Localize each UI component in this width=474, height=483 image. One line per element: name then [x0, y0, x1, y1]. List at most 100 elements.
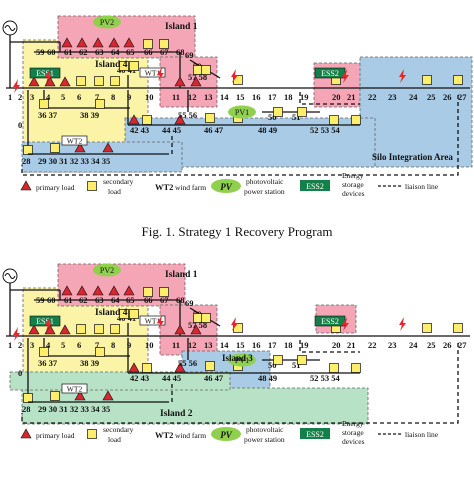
legend-wt-text: wind farm: [175, 183, 206, 192]
island-2-label: Island 2: [160, 409, 193, 419]
primary-load-top-2: [92, 285, 104, 296]
bus-label-69: 69: [185, 50, 194, 60]
island-4-label: Island 4: [95, 60, 128, 70]
bus-label-9: 9: [127, 92, 131, 102]
primary-load-bottom-0: [74, 142, 86, 153]
ess2-device-label: ESS2: [321, 69, 339, 78]
figure-2: 5960616263646566676869701234567891011121…: [2, 263, 470, 446]
bus-label-21: 21: [347, 92, 356, 102]
secondary-load-main-0: [76, 324, 86, 334]
pv2-source-ellipse: [93, 15, 121, 29]
secondary-load-43: [142, 115, 152, 125]
bus-label-4: 4: [46, 92, 51, 102]
secondary-load-51: [297, 107, 307, 117]
ess1-device: ESS1: [29, 67, 61, 79]
primary-load-top-2: [92, 37, 104, 48]
pv2-source-label: PV2: [100, 266, 114, 275]
bus-label-20: 20: [332, 340, 341, 350]
bus-label-11: 11: [172, 92, 180, 102]
bus-label-44-45: 44 45: [162, 125, 181, 135]
secondary-load-25: [422, 323, 432, 333]
legend-wt-text: wind farm: [175, 431, 206, 440]
secondary-load-top-1: [159, 39, 169, 49]
wt2-source: WT2: [61, 383, 88, 394]
primary-load-main-0: [28, 76, 40, 87]
bus-label-50: 50: [268, 360, 277, 370]
secondary-load-41: [129, 309, 139, 319]
bus-label-4: 4: [46, 340, 51, 350]
bus-label-29-35: 29 30 31 32 33 34 35: [38, 404, 110, 414]
secondary-load-50: [273, 107, 283, 117]
wt1-source-label: WT1: [145, 317, 161, 326]
bus-label-52-54: 52 53 54: [310, 125, 341, 135]
bus-label-62: 62: [79, 47, 88, 57]
bus-label-21: 21: [347, 340, 356, 350]
silo-area-right: [359, 56, 473, 168]
bus-label-60: 60: [47, 47, 56, 57]
bus-label-6: 6: [77, 92, 81, 102]
secondary-load-54: [351, 363, 361, 373]
bus-label-2: 2: [18, 92, 22, 102]
primary-load-11: [174, 76, 186, 87]
legend-wt-label: WT2: [155, 182, 173, 192]
bus-label-7: 7: [95, 340, 100, 350]
ess1-device: ESS1: [29, 315, 61, 327]
pv2-source: PV2: [93, 263, 121, 277]
island-3-label: Island 3: [222, 353, 253, 363]
pv1-source-ellipse: [228, 353, 256, 367]
bus-label-18: 18: [284, 92, 293, 102]
bus-label-14: 14: [220, 340, 229, 350]
legend-pv-label: PV: [220, 430, 232, 440]
legend-pv-label: PV: [220, 182, 232, 192]
bus-label-8: 8: [111, 92, 115, 102]
primary-load-12: [190, 76, 202, 87]
bus-label-48-49: 48 49: [258, 125, 277, 135]
legend-secondary-label-2: load: [108, 435, 121, 444]
secondary-load-40: [119, 61, 129, 71]
figure-caption: Fig. 1. Strategy 1 Recovery Program: [142, 224, 333, 239]
bus-label-18: 18: [284, 340, 293, 350]
legend-ess-text-2: storage: [342, 428, 364, 437]
legend-pv-icon: [211, 427, 241, 441]
secondary-load-53: [329, 363, 339, 373]
secondary-load-39: [95, 99, 105, 109]
wt2-source: WT2: [61, 135, 88, 146]
fault-icon-6: [399, 69, 406, 83]
legend-secondary-icon: [87, 429, 97, 439]
liaison-line-mid: [299, 340, 360, 353]
legend-ess-box: [300, 180, 330, 191]
bus-label-36-37: 36 37: [38, 110, 58, 120]
bus-label-48-49: 48 49: [258, 373, 277, 383]
bus-label-1: 1: [8, 92, 12, 102]
legend-primary-label: primary load: [36, 183, 75, 192]
primary-load-42: [128, 114, 140, 125]
bus-label-65: 65: [126, 295, 135, 305]
primary-load-44: [174, 114, 186, 125]
legend-pv-text-1: photovoltaic: [246, 425, 284, 434]
wt1-source-box: [139, 67, 166, 78]
bus-label-2: 2: [18, 340, 22, 350]
secondary-load-58: [201, 313, 211, 323]
secondary-load-top-0: [143, 39, 153, 49]
primary-load-main-2: [59, 76, 71, 87]
bus-label-68: 68: [176, 295, 185, 305]
primary-load-main-1: [44, 76, 56, 87]
legend-ess-text-3: devices: [342, 437, 365, 446]
pv2-source-ellipse: [93, 263, 121, 277]
bus-label-63: 63: [95, 47, 104, 57]
bus-label-12: 12: [188, 92, 197, 102]
bus-label-6: 6: [77, 340, 81, 350]
bus-label-10: 10: [145, 92, 154, 102]
primary-load-12: [190, 324, 202, 335]
bus-label-16: 16: [252, 92, 261, 102]
bus-label-28: 28: [22, 404, 31, 414]
bus-label-24: 24: [409, 340, 418, 350]
pv1-source-label: PV1: [235, 356, 249, 365]
island-1-label: Island 1: [165, 22, 198, 32]
island-1-region: [57, 263, 186, 307]
bus-label-42-43: 42 43: [130, 125, 149, 135]
bus-label-20: 20: [332, 92, 341, 102]
bus-label-67: 67: [160, 47, 169, 57]
legend-secondary-label-1: secondary: [103, 177, 134, 186]
